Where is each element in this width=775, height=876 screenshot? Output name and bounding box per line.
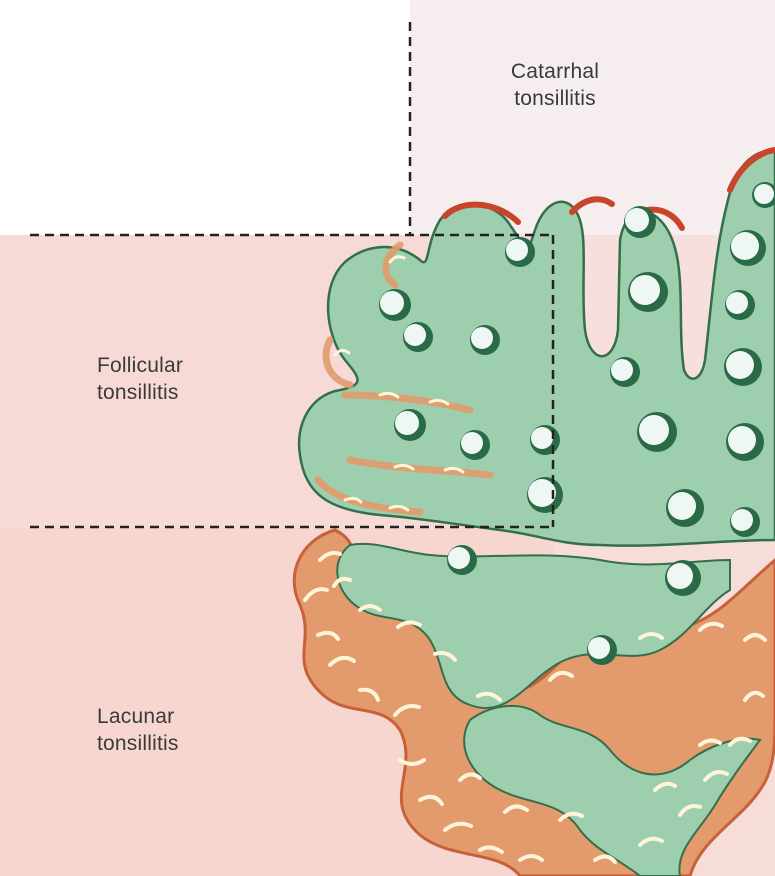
follicle xyxy=(666,489,704,527)
follicle xyxy=(730,230,766,266)
follicle xyxy=(624,206,656,238)
follicle xyxy=(726,423,764,461)
label-lacunar-line2: tonsillitis xyxy=(97,730,179,757)
follicle xyxy=(530,425,560,455)
label-lacunar-tonsillitis: Lacunar tonsillitis xyxy=(97,703,179,757)
follicle xyxy=(460,430,490,460)
label-follicular-line1: Follicular xyxy=(97,352,183,379)
label-lacunar-line1: Lacunar xyxy=(97,703,179,730)
follicle xyxy=(505,237,535,267)
follicle xyxy=(637,412,677,452)
follicle xyxy=(587,635,617,665)
label-catarrhal-line1: Catarrhal xyxy=(455,58,655,85)
label-catarrhal-line2: tonsillitis xyxy=(455,85,655,112)
follicle xyxy=(730,507,760,537)
follicle xyxy=(394,409,426,441)
follicle xyxy=(665,560,701,596)
follicle xyxy=(470,325,500,355)
follicle xyxy=(725,290,755,320)
follicle xyxy=(403,322,433,352)
label-catarrhal-tonsillitis: Catarrhal tonsillitis xyxy=(455,58,655,112)
follicle xyxy=(628,272,668,312)
label-follicular-tonsillitis: Follicular tonsillitis xyxy=(97,352,183,406)
follicle xyxy=(379,289,411,321)
follicle xyxy=(527,477,563,513)
follicle xyxy=(447,545,477,575)
follicle xyxy=(610,357,640,387)
follicle xyxy=(724,348,762,386)
label-follicular-line2: tonsillitis xyxy=(97,379,183,406)
